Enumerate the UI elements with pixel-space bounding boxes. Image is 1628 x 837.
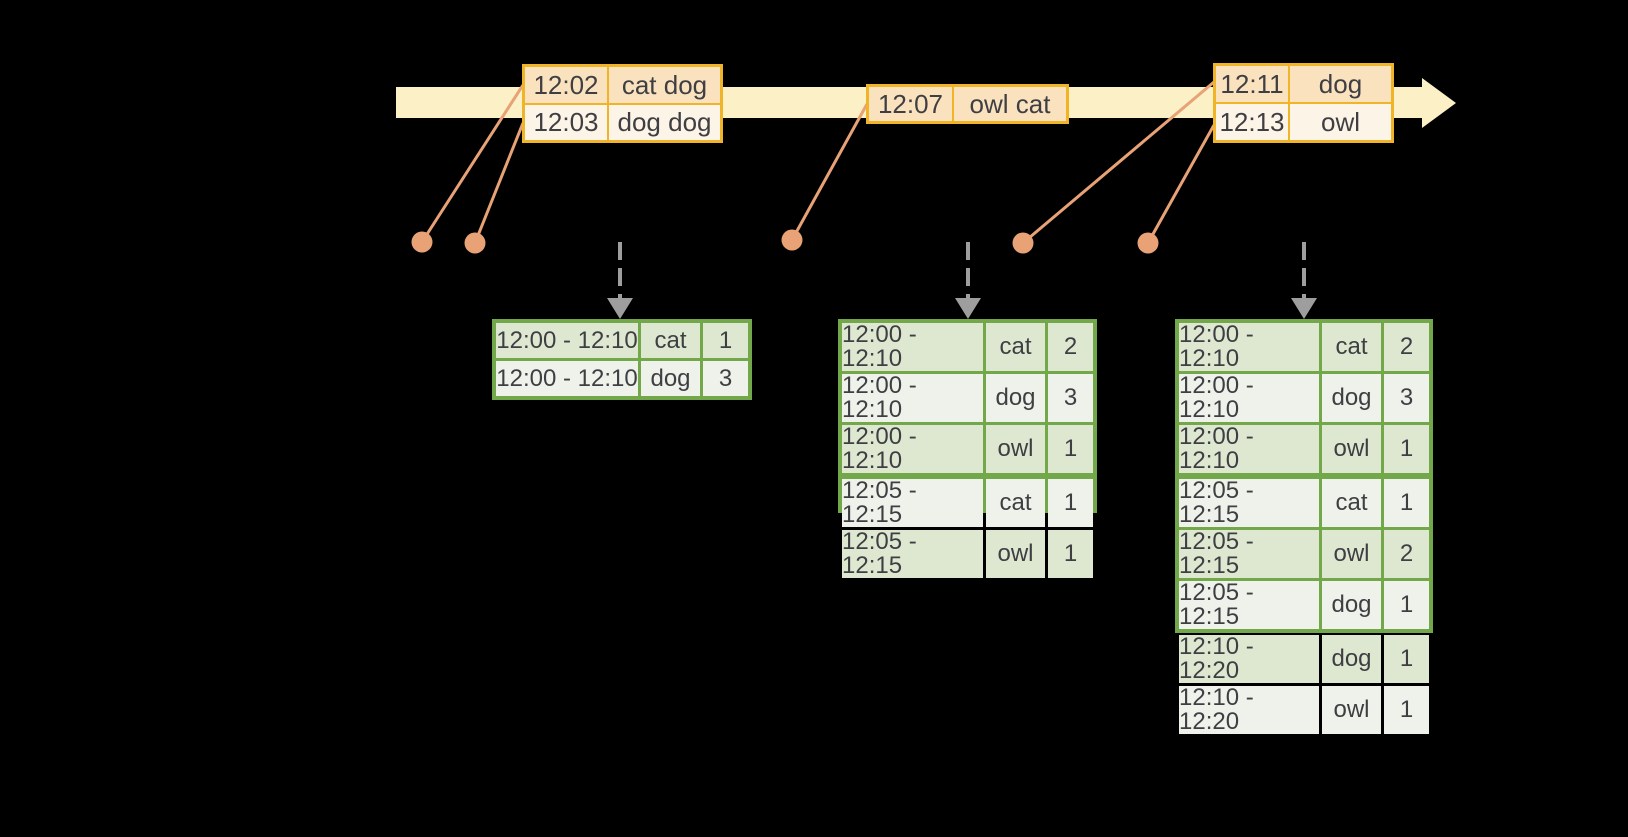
word-cell: cat <box>986 323 1045 371</box>
event-words-cell: dog dog <box>609 104 720 140</box>
result-row: 12:00 - 12:10 cat 2 <box>842 323 1093 371</box>
event-time-cell: 12:11 <box>1216 66 1288 102</box>
word-cell: cat <box>1322 479 1381 527</box>
word-cell: dog <box>986 374 1045 422</box>
window-cell: 12:00 - 12:10 <box>842 425 983 473</box>
event-row: 12:13 owl <box>1216 104 1391 140</box>
connector-line <box>1022 80 1215 245</box>
word-cell: owl <box>1322 425 1381 473</box>
result-row: 12:00 - 12:10 dog 3 <box>496 361 748 396</box>
count-cell: 3 <box>1048 374 1093 422</box>
count-cell: 1 <box>1384 686 1429 734</box>
count-cell: 1 <box>1048 530 1093 578</box>
word-cell: dog <box>1322 581 1381 629</box>
word-cell: cat <box>1322 323 1381 371</box>
result-row: 12:05 - 12:15 cat 1 <box>1179 479 1429 527</box>
word-cell: owl <box>986 530 1045 578</box>
count-cell: 1 <box>703 323 748 358</box>
result-row: 12:10 - 12:20 dog 1 <box>1179 635 1429 683</box>
word-cell: cat <box>641 323 700 358</box>
word-cell: cat <box>986 479 1045 527</box>
event-words-cell: cat dog <box>609 67 720 103</box>
trigger-arrowhead-icon <box>607 298 633 319</box>
event-time-cell: 12:03 <box>525 104 607 140</box>
event-words-cell: owl cat <box>954 87 1066 121</box>
event-dot <box>411 231 433 253</box>
event-dot <box>464 232 486 254</box>
word-cell: dog <box>641 361 700 396</box>
count-cell: 3 <box>703 361 748 396</box>
result-row: 12:00 - 12:10 owl 1 <box>842 425 1093 473</box>
result-row: 12:00 - 12:10 owl 1 <box>1179 425 1429 473</box>
connector-line <box>790 103 869 241</box>
count-cell: 2 <box>1384 323 1429 371</box>
result-row: 12:05 - 12:15 owl 2 <box>1179 530 1429 578</box>
window-cell: 12:00 - 12:10 <box>1179 425 1319 473</box>
event-dot <box>1137 232 1159 254</box>
result-row: 12:10 - 12:20 owl 1 <box>1179 686 1429 734</box>
window-cell: 12:00 - 12:10 <box>496 361 638 396</box>
event-table-2: 12:07 owl cat <box>866 84 1069 124</box>
count-cell: 2 <box>1384 530 1429 578</box>
window-cell: 12:05 - 12:15 <box>842 479 983 527</box>
event-table-1: 12:02 cat dog 12:03 dog dog <box>522 64 723 143</box>
window-cell: 12:10 - 12:20 <box>1179 686 1319 734</box>
connector-line <box>1146 124 1216 244</box>
word-cell: owl <box>1322 530 1381 578</box>
event-row: 12:03 dog dog <box>525 104 720 140</box>
window-cell: 12:00 - 12:10 <box>842 374 983 422</box>
event-row: 12:07 owl cat <box>869 87 1066 121</box>
result-row: 12:00 - 12:10 cat 1 <box>496 323 748 358</box>
result-row: 12:00 - 12:10 cat 2 <box>1179 323 1429 371</box>
timeline-arrowhead-icon <box>1422 78 1456 128</box>
window-cell: 12:05 - 12:15 <box>1179 581 1319 629</box>
event-time-cell: 12:13 <box>1216 104 1288 140</box>
window-cell: 12:00 - 12:10 <box>842 323 983 371</box>
result-table-1: 12:00 - 12:10 cat 1 12:00 - 12:10 dog 3 <box>492 319 752 400</box>
event-time-cell: 12:07 <box>869 87 952 121</box>
count-cell: 1 <box>1048 425 1093 473</box>
event-words-cell: dog <box>1290 66 1391 102</box>
window-cell: 12:10 - 12:20 <box>1179 635 1319 683</box>
window-cell: 12:00 - 12:10 <box>1179 374 1319 422</box>
count-cell: 1 <box>1384 479 1429 527</box>
result-table-2: 12:00 - 12:10 cat 2 12:00 - 12:10 dog 3 … <box>838 319 1097 578</box>
event-dot <box>781 229 803 251</box>
window-cell: 12:00 - 12:10 <box>496 323 638 358</box>
connector-line <box>473 122 525 244</box>
window-cell: 12:00 - 12:10 <box>1179 323 1319 371</box>
result-table-3: 12:00 - 12:10 cat 2 12:00 - 12:10 dog 3 … <box>1175 319 1433 734</box>
word-cell: dog <box>1322 635 1381 683</box>
window-cell: 12:05 - 12:15 <box>1179 479 1319 527</box>
count-cell: 1 <box>1384 581 1429 629</box>
trigger-arrowhead-icon <box>1291 298 1317 319</box>
count-cell: 2 <box>1048 323 1093 371</box>
window-cell: 12:05 - 12:15 <box>1179 530 1319 578</box>
event-dot <box>1012 232 1034 254</box>
word-cell: owl <box>1322 686 1381 734</box>
event-table-3: 12:11 dog 12:13 owl <box>1213 63 1394 143</box>
event-time-cell: 12:02 <box>525 67 607 103</box>
count-cell: 3 <box>1384 374 1429 422</box>
word-cell: dog <box>1322 374 1381 422</box>
result-row: 12:00 - 12:10 dog 3 <box>842 374 1093 422</box>
event-row: 12:02 cat dog <box>525 67 720 103</box>
result-row: 12:05 - 12:15 dog 1 <box>1179 581 1429 629</box>
result-row: 12:05 - 12:15 owl 1 <box>842 530 1093 578</box>
count-cell: 1 <box>1048 479 1093 527</box>
window-cell: 12:05 - 12:15 <box>842 530 983 578</box>
trigger-arrowhead-icon <box>955 298 981 319</box>
connector-line <box>420 84 525 243</box>
result-row: 12:05 - 12:15 cat 1 <box>842 479 1093 527</box>
count-cell: 1 <box>1384 425 1429 473</box>
count-cell: 1 <box>1384 635 1429 683</box>
result-row: 12:00 - 12:10 dog 3 <box>1179 374 1429 422</box>
word-cell: owl <box>986 425 1045 473</box>
event-row: 12:11 dog <box>1216 66 1391 102</box>
event-words-cell: owl <box>1290 104 1391 140</box>
